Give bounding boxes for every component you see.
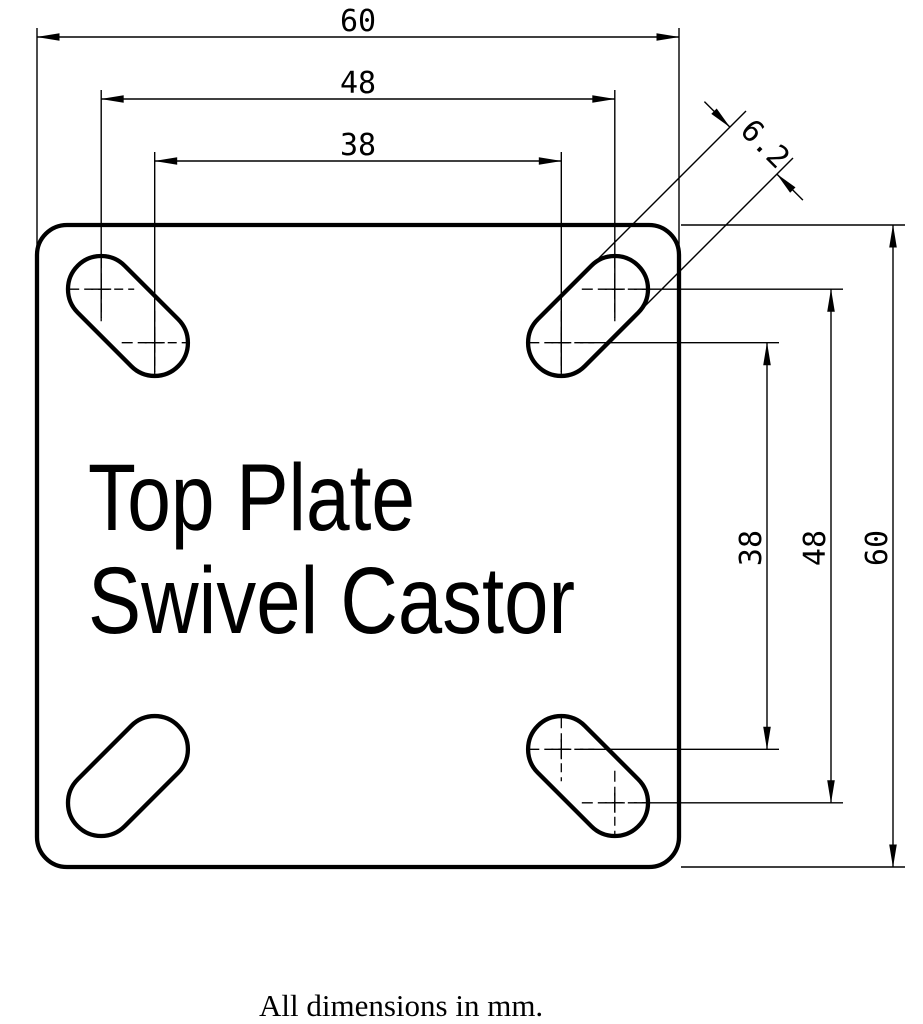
- dimension-lines: [36, 33, 897, 868]
- center-cross: [551, 739, 572, 760]
- dim-label-top-38: 38: [340, 128, 376, 163]
- dim-label-right-38: 38: [734, 530, 769, 566]
- plate-geometry: [34, 222, 682, 870]
- slot-top-right: [525, 253, 651, 379]
- dim-label-right-48: 48: [798, 530, 833, 566]
- dim-label-top-60: 60: [340, 4, 376, 39]
- units-caption: All dimensions in mm.: [259, 988, 543, 1023]
- slot-width-dimension: 6.2: [544, 101, 804, 367]
- slot-tangent-extension-upper: [544, 110, 747, 313]
- slot-bottom-left: [65, 713, 191, 839]
- dimension-labels: 60 48 38 38 48 60: [340, 4, 895, 566]
- slot-width-arrow-upper: [703, 101, 731, 128]
- dim-label-top-48: 48: [340, 66, 376, 101]
- plate-title-line1: Top Plate: [88, 445, 415, 551]
- slot-top-left: [65, 253, 191, 379]
- plate-title-line2: Swivel Castor: [88, 548, 575, 654]
- slot-bottom-right: [525, 713, 651, 839]
- slot-tangent-extension-lower: [584, 157, 794, 367]
- plate-title: Top Plate Swivel Castor: [88, 445, 575, 654]
- slot-width-arrow-lower: [776, 173, 804, 201]
- dim-label-right-60: 60: [860, 530, 895, 566]
- plate-outline: [34, 222, 682, 870]
- extension-lines: [36, 28, 905, 868]
- dim-label-slot-width: 6.2: [733, 113, 796, 176]
- center-cross: [604, 792, 625, 813]
